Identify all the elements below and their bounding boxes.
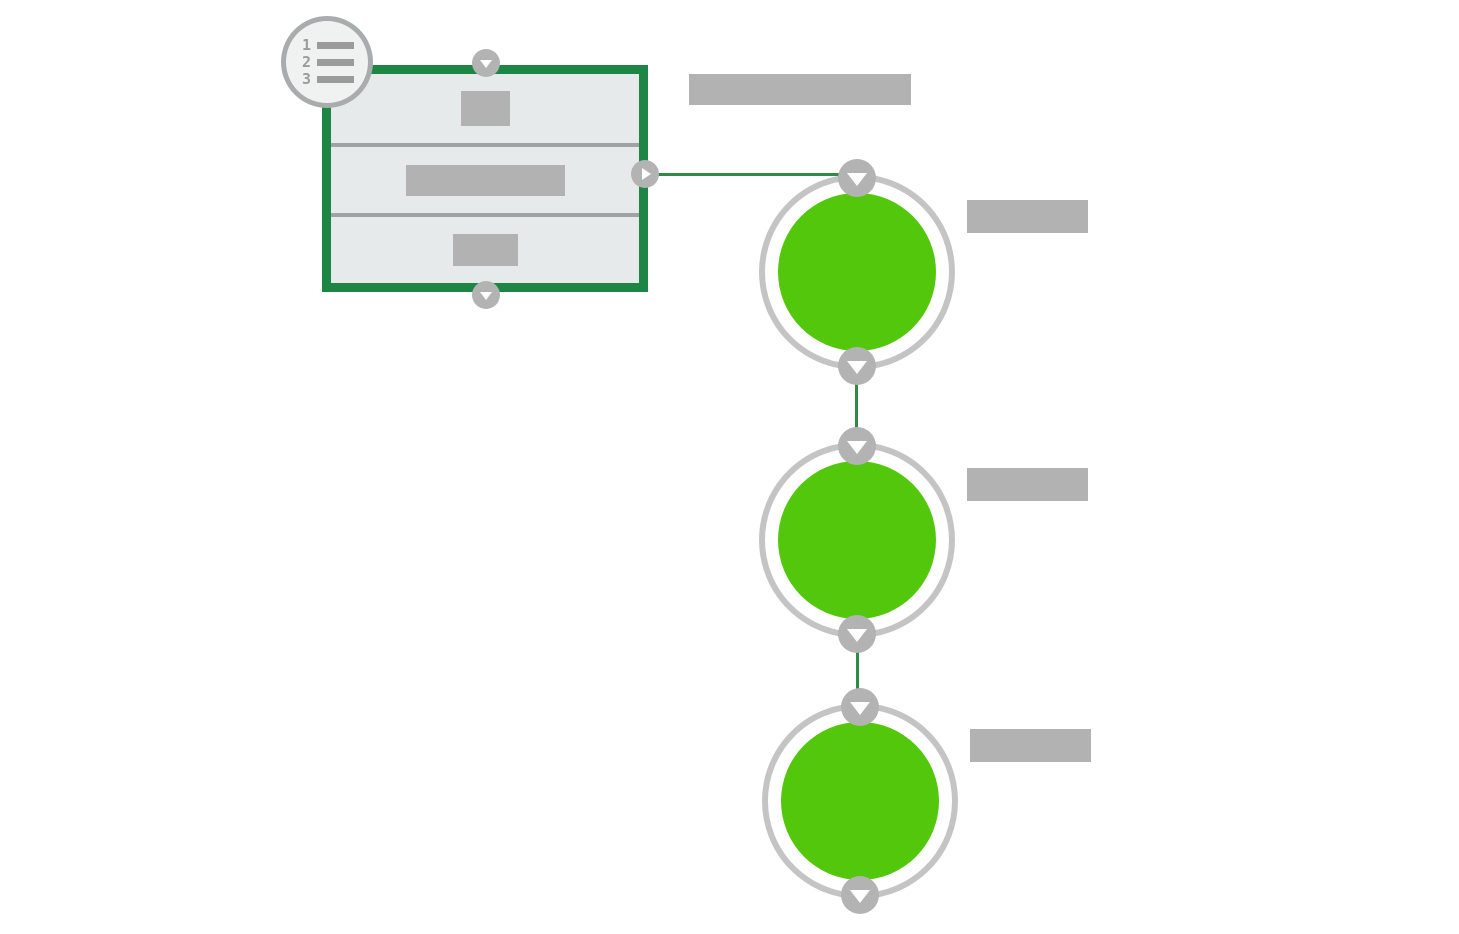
list-line [317,75,354,83]
task-row-2 [331,147,639,213]
chevron-down-icon [847,441,867,454]
task-row-1 [331,74,639,143]
event-state-circle[interactable] [778,193,936,351]
play-right-icon [642,168,651,180]
text-placeholder [405,164,565,196]
connector-handle-top[interactable] [838,159,876,197]
connector-handle-right[interactable] [631,160,659,188]
task-row-3 [331,217,639,283]
edge-task-to-event-1 [645,173,857,176]
task-type-badge: 1 2 3 [281,16,373,108]
event-label-placeholder [967,468,1088,501]
connector-handle-bottom[interactable] [838,347,876,385]
chevron-down-icon [480,60,492,68]
list-line [317,58,354,66]
connector-handle-bottom[interactable] [841,876,879,914]
connector-handle-bottom[interactable] [472,281,500,309]
event-node-1[interactable] [759,159,1088,385]
text-placeholder [460,91,510,126]
chevron-down-icon [850,890,870,903]
connector-handle-top[interactable] [838,427,876,465]
chevron-down-icon [480,292,492,300]
connector-handle-bottom[interactable] [838,615,876,653]
connector-handle-top[interactable] [841,688,879,726]
chevron-down-icon [850,702,870,715]
event-node-3[interactable] [762,688,1091,914]
edge-event-2-to-event-3 [856,638,859,708]
event-state-circle[interactable] [781,722,939,880]
event-node-2[interactable] [759,427,1088,653]
list-number: 1 [301,35,311,54]
row-divider [331,213,639,217]
edge-event-1-to-event-2 [855,366,858,447]
event-label-placeholder [970,729,1091,762]
chevron-down-icon [847,173,867,186]
row-divider [331,143,639,147]
chevron-down-icon [847,629,867,642]
text-placeholder [452,234,518,266]
list-line [317,41,354,49]
event-state-circle[interactable] [778,461,936,619]
list-number: 3 [301,69,311,88]
task-node[interactable] [322,65,648,292]
list-number: 2 [301,52,311,71]
event-label-placeholder [967,200,1088,233]
chevron-down-icon [847,361,867,374]
connector-handle-top[interactable] [472,49,500,77]
ordered-list-icon: 1 2 3 [300,35,354,88]
task-title-placeholder [689,74,911,105]
